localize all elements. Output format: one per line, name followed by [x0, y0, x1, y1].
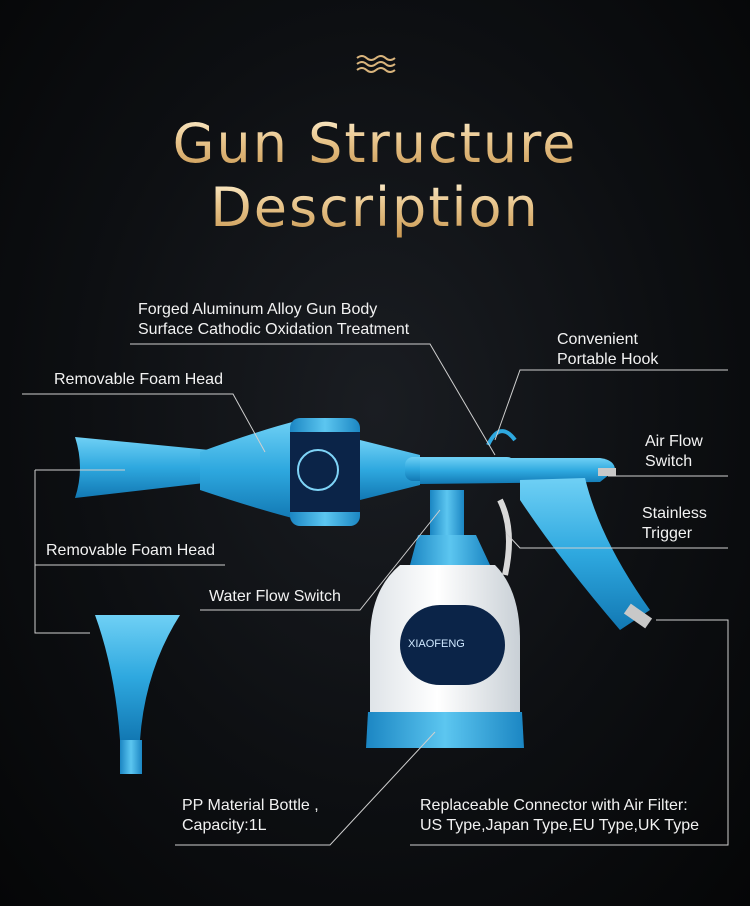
- air-flow-label-2: Switch: [645, 453, 693, 470]
- wave-icon: [356, 55, 396, 73]
- bottle-label-1: PP Material Bottle ,: [182, 797, 319, 814]
- gun-body-label-1: Forged Aluminum Alloy Gun Body: [138, 301, 378, 318]
- gun-body: [420, 429, 653, 630]
- gun-body-label-2: Surface Cathodic Oxidation Treatment: [138, 321, 410, 338]
- bottle-label-2: Capacity:1L: [182, 817, 267, 834]
- foam-head-bottom: [95, 615, 180, 774]
- page-title-line2: Description: [0, 176, 750, 239]
- bottle: [366, 490, 524, 748]
- connector-label-1: Replaceable Connector with Air Filter:: [420, 797, 688, 814]
- trigger: [497, 498, 512, 576]
- trigger-label-1: Stainless: [642, 505, 707, 522]
- hook-label-1: Convenient: [557, 331, 638, 348]
- foam-head-bottom-label: Removable Foam Head: [46, 542, 215, 559]
- water-switch-label: Water Flow Switch: [209, 588, 341, 605]
- bottle-brand: XIAOFENG: [408, 638, 465, 650]
- hook-label-2: Portable Hook: [557, 351, 659, 368]
- connector-label-2: US Type,Japan Type,EU Type,UK Type: [420, 817, 699, 834]
- page-title-line1: Gun Structure: [0, 112, 750, 175]
- callout-lines: [22, 343, 729, 846]
- trigger-label-2: Trigger: [642, 525, 693, 542]
- foam-head-top: [75, 420, 300, 520]
- foam-head-top-label: Removable Foam Head: [54, 371, 223, 388]
- air-flow-label-1: Air Flow: [645, 433, 703, 450]
